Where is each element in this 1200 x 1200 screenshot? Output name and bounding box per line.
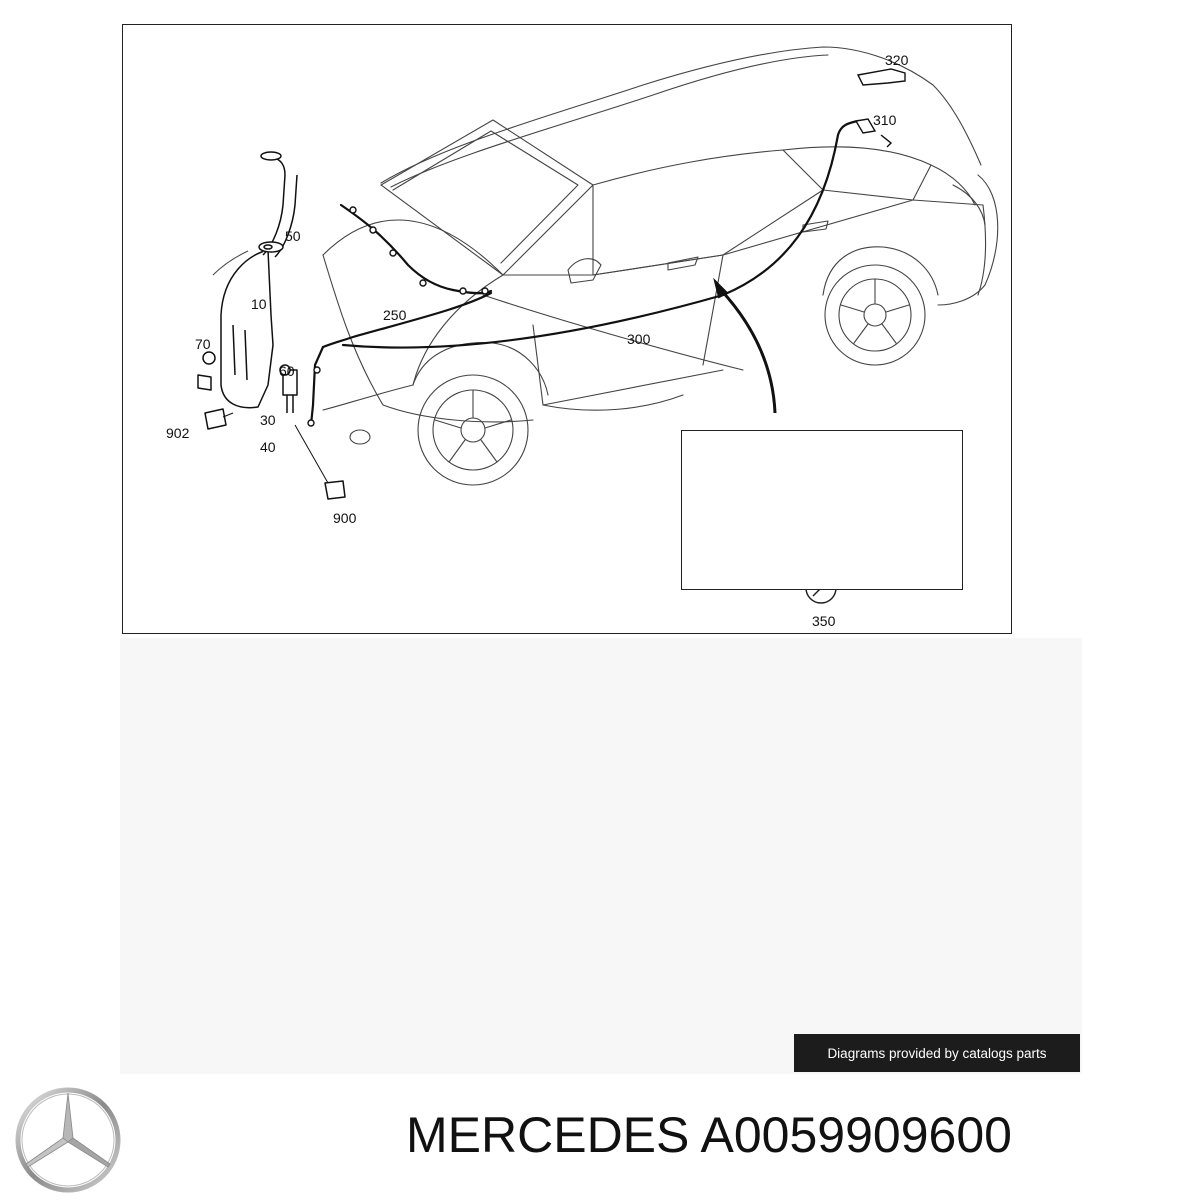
- mercedes-star-icon: [14, 1086, 122, 1194]
- callout-40: 40: [260, 439, 276, 455]
- image-background-area: [120, 638, 1082, 1074]
- callout-50: 50: [285, 228, 301, 244]
- callout-900: 900: [333, 510, 357, 526]
- callout-320: 320: [885, 52, 909, 68]
- parts-diagram: 320 310 50 10 250 300 70 60 902 30 40 90…: [122, 24, 1012, 634]
- catalog-credit-banner: Diagrams provided by catalogs parts: [794, 1034, 1080, 1072]
- callout-10: 10: [251, 296, 267, 312]
- callout-250: 250: [383, 307, 407, 323]
- credit-text: Diagrams provided by catalogs parts: [827, 1045, 1047, 1061]
- callout-902: 902: [166, 425, 190, 441]
- repair-kit-inset: [681, 430, 963, 590]
- callout-350: 350: [812, 613, 836, 629]
- callout-70: 70: [195, 336, 211, 352]
- callout-30: 30: [260, 412, 276, 428]
- callout-300: 300: [627, 331, 651, 347]
- callout-310: 310: [873, 112, 897, 128]
- part-number: A0059909600: [700, 1107, 1012, 1163]
- brand-name: MERCEDES: [406, 1107, 690, 1163]
- part-title: MERCEDES A0059909600: [406, 1110, 1196, 1160]
- callout-60: 60: [279, 363, 295, 379]
